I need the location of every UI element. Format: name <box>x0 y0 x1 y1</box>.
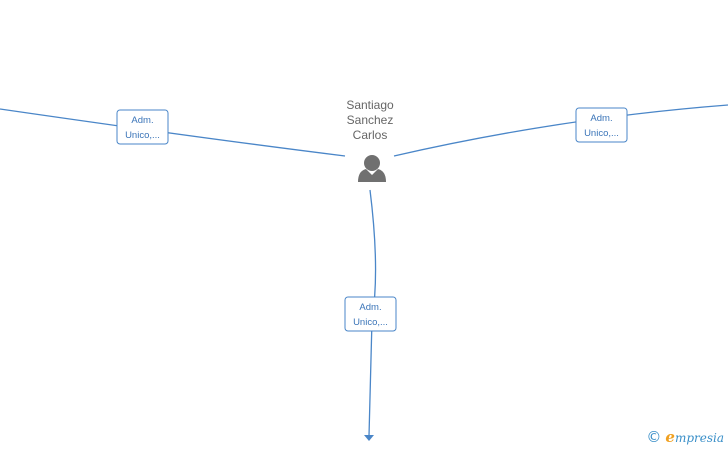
person-icon <box>358 155 386 182</box>
role-label-line1: Adm. <box>359 302 381 313</box>
person-name-line1: Santiago <box>346 98 394 112</box>
person-name-line3: Carlos <box>353 128 388 142</box>
brand-logo-rest: mpresia <box>674 431 724 445</box>
role-label-line2: Unico,... <box>353 317 388 328</box>
arrow-head <box>364 435 374 441</box>
brand-watermark: © empresia <box>646 430 724 445</box>
role-box-bottom[interactable]: Adm. Unico,... <box>344 296 397 332</box>
role-label-line1: Adm. <box>590 113 612 124</box>
role-box-left[interactable]: Adm. Unico,... <box>116 109 169 145</box>
edge-left <box>0 108 346 157</box>
person-node[interactable]: Santiago Sanchez Carlos <box>346 98 394 182</box>
copyright-icon: © <box>646 428 662 446</box>
edge-right <box>393 104 728 157</box>
person-name-line2: Sanchez <box>347 113 394 127</box>
role-box-right[interactable]: Adm. Unico,... <box>575 107 628 143</box>
role-label-line2: Unico,... <box>584 128 619 139</box>
role-label-line2: Unico,... <box>125 130 160 141</box>
role-label-line1: Adm. <box>131 115 153 126</box>
brand-logo-initial: e <box>665 428 675 446</box>
brand-logo: empresia <box>665 430 724 445</box>
